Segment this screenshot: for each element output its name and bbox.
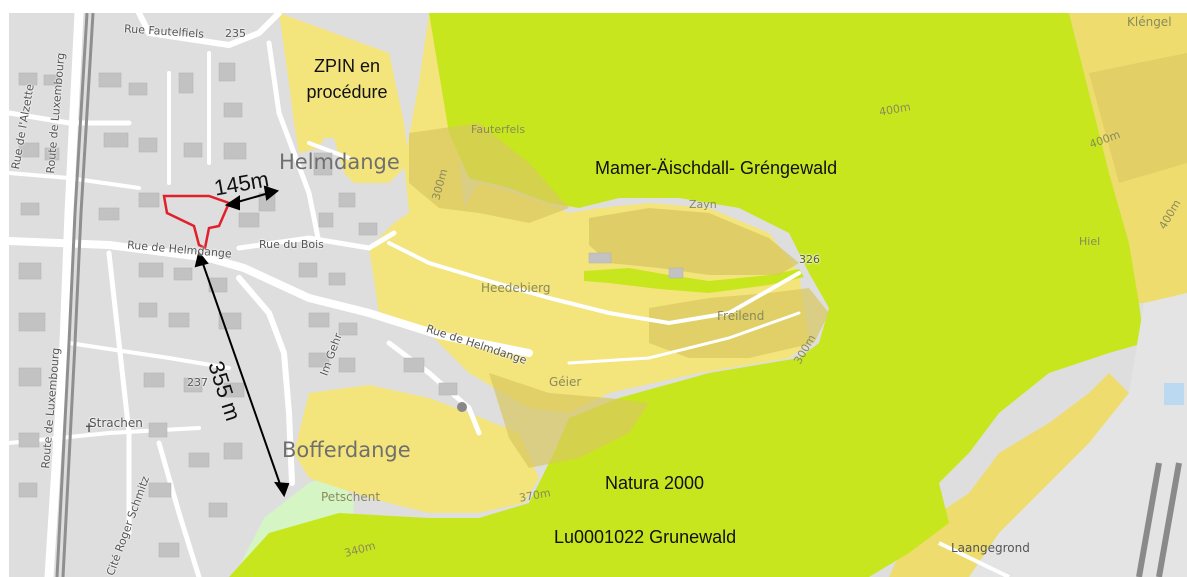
protected-blob-3 [649, 288, 829, 358]
elevation-237: 237 [187, 376, 208, 389]
place-strachen: Strachen [89, 416, 143, 430]
map-canvas [9, 13, 1187, 577]
annotation-zpin-line2: procédure [306, 82, 388, 102]
church-icon: ✝ [84, 421, 95, 435]
place-klengel: Kléngel [1127, 15, 1172, 29]
zpin-area-southeast [889, 373, 1129, 577]
water-area [1164, 383, 1184, 405]
annotation-zpin-line1: ZPIN en [313, 56, 381, 76]
natura-strip [584, 268, 804, 293]
annotation-natura-line1: Natura 2000 [605, 473, 705, 493]
elevation-326: 326 [799, 253, 820, 266]
protected-blob-1 [589, 208, 799, 275]
protected-blob-4 [489, 373, 649, 468]
place-bofferdange: Bofferdange [282, 438, 411, 462]
annotation-zpin: ZPIN en procédure [297, 53, 397, 105]
plot-outline [162, 194, 231, 250]
place-heedebierg: Heedebierg [481, 281, 551, 295]
elevation-235: 235 [225, 27, 246, 40]
place-fauterfels: Fauterfels [471, 123, 526, 136]
place-geier: Géier [549, 375, 582, 389]
place-zayn: Zayn [689, 198, 717, 211]
place-laangegrond: Laangegrond [951, 541, 1030, 555]
zpin-area-south [294, 385, 539, 513]
place-petschent: Petschent [321, 490, 381, 504]
map-view[interactable]: Rue Fautelfiels Rue du Bois Rue de Helmd… [9, 13, 1187, 577]
railway-east [1136, 462, 1182, 577]
distance-arrows [194, 185, 290, 498]
protected-blob-2 [409, 123, 569, 223]
road-east [938, 541, 1010, 577]
place-hiel: Hiel [1079, 235, 1101, 248]
industrial-area [969, 293, 1187, 577]
annotation-mamer-zone: Mamer-Äischdall- Gréngewald [595, 158, 838, 178]
street-label-du-bois: Rue du Bois [259, 238, 324, 251]
railway-west [55, 13, 95, 577]
buildings [18, 62, 684, 558]
place-freilend: Freilend [717, 309, 765, 323]
roundabout-marker [457, 402, 467, 412]
protected-blob-5 [1089, 53, 1187, 183]
place-helmdange: Helmdange [279, 150, 400, 174]
annotation-natura-line2: Lu0001022 Grunewald [554, 527, 737, 547]
natura-2000-area [229, 13, 1144, 577]
